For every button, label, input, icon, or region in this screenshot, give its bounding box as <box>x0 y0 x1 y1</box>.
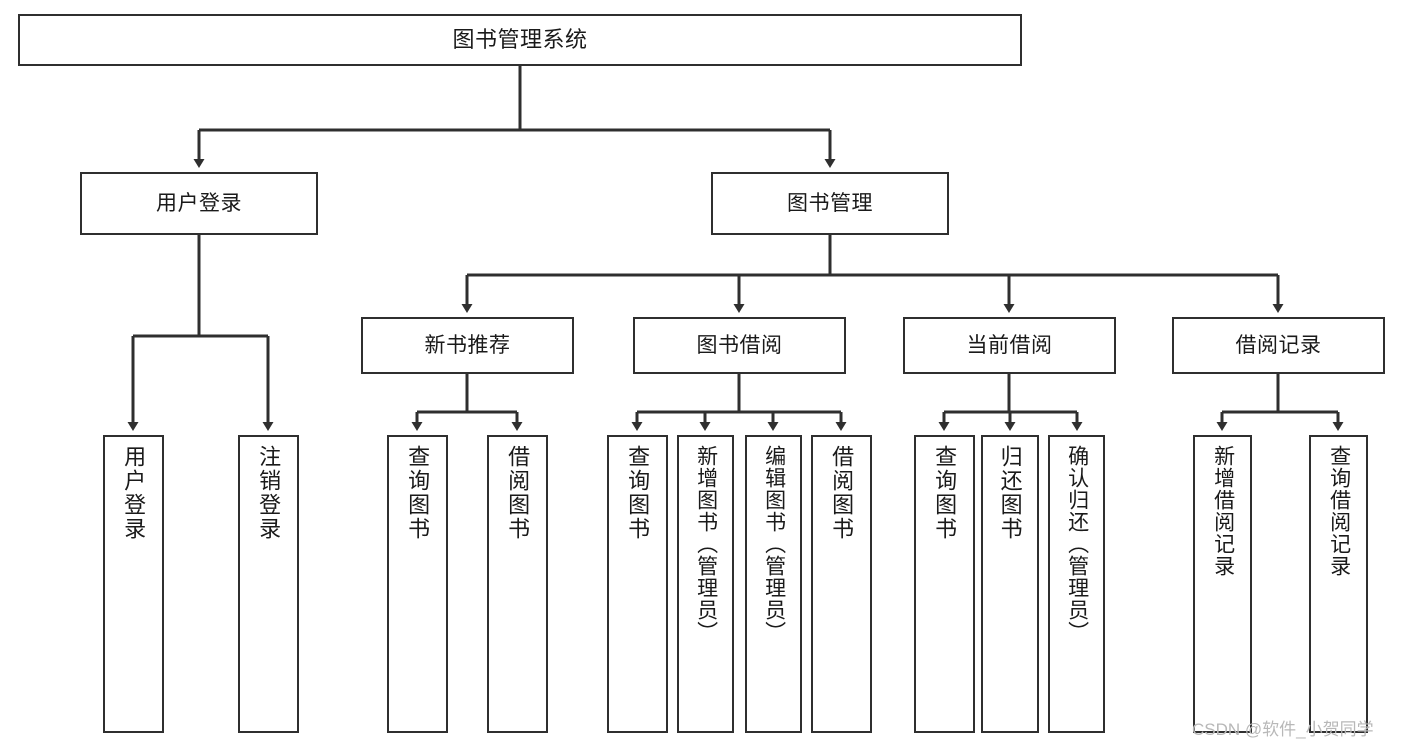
node-label: 查询图书 <box>625 445 651 541</box>
node-label: 图书管理 <box>787 191 873 215</box>
node-label: 归还图书 <box>997 445 1023 541</box>
leaf-add-borrow-record[interactable]: 新增借阅记录 <box>1193 435 1252 733</box>
node-label: 新增借阅记录 <box>1211 445 1235 577</box>
node-label: 用户登录 <box>156 191 242 215</box>
node-book-management[interactable]: 图书管理 <box>711 172 949 235</box>
node-borrow-record[interactable]: 借阅记录 <box>1172 317 1385 374</box>
node-new-book-recommend[interactable]: 新书推荐 <box>361 317 574 374</box>
node-label: 注销登录 <box>256 445 282 541</box>
node-current-borrow[interactable]: 当前借阅 <box>903 317 1116 374</box>
node-label: 新增图书（管理员） <box>694 445 718 643</box>
leaf-query-book-borrow[interactable]: 查询图书 <box>607 435 668 733</box>
node-book-borrow[interactable]: 图书借阅 <box>633 317 846 374</box>
node-label: 查询图书 <box>405 445 431 541</box>
node-root-book-management-system[interactable]: 图书管理系统 <box>18 14 1022 66</box>
node-label: 借阅图书 <box>505 445 531 541</box>
leaf-query-borrow-record[interactable]: 查询借阅记录 <box>1309 435 1368 733</box>
node-label: 当前借阅 <box>966 333 1053 357</box>
node-label: 新书推荐 <box>424 333 511 357</box>
node-label: 图书借阅 <box>696 333 783 357</box>
leaf-query-book-current[interactable]: 查询图书 <box>914 435 975 733</box>
leaf-query-book-recommend[interactable]: 查询图书 <box>387 435 448 733</box>
node-label: 借阅图书 <box>829 445 855 541</box>
leaf-confirm-return-admin[interactable]: 确认归还（管理员） <box>1048 435 1105 733</box>
leaf-logout-login[interactable]: 注销登录 <box>238 435 299 733</box>
node-label: 用户登录 <box>121 445 147 541</box>
node-label: 借阅记录 <box>1235 333 1322 357</box>
node-user-login[interactable]: 用户登录 <box>80 172 318 235</box>
node-label: 查询图书 <box>932 445 958 541</box>
leaf-add-book-admin[interactable]: 新增图书（管理员） <box>677 435 734 733</box>
leaf-user-login[interactable]: 用户登录 <box>103 435 164 733</box>
node-label: 确认归还（管理员） <box>1065 445 1089 643</box>
watermark-text: CSDN @软件_小贺同学 <box>1192 720 1374 739</box>
node-label: 查询借阅记录 <box>1327 445 1351 577</box>
leaf-borrow-book[interactable]: 借阅图书 <box>811 435 872 733</box>
csdn-watermark: CSDN @软件_小贺同学 <box>1192 715 1374 740</box>
leaf-return-book[interactable]: 归还图书 <box>981 435 1039 733</box>
leaf-borrow-book-recommend[interactable]: 借阅图书 <box>487 435 548 733</box>
node-label: 图书管理系统 <box>452 26 588 52</box>
node-label: 编辑图书（管理员） <box>762 445 786 643</box>
leaf-edit-book-admin[interactable]: 编辑图书（管理员） <box>745 435 802 733</box>
